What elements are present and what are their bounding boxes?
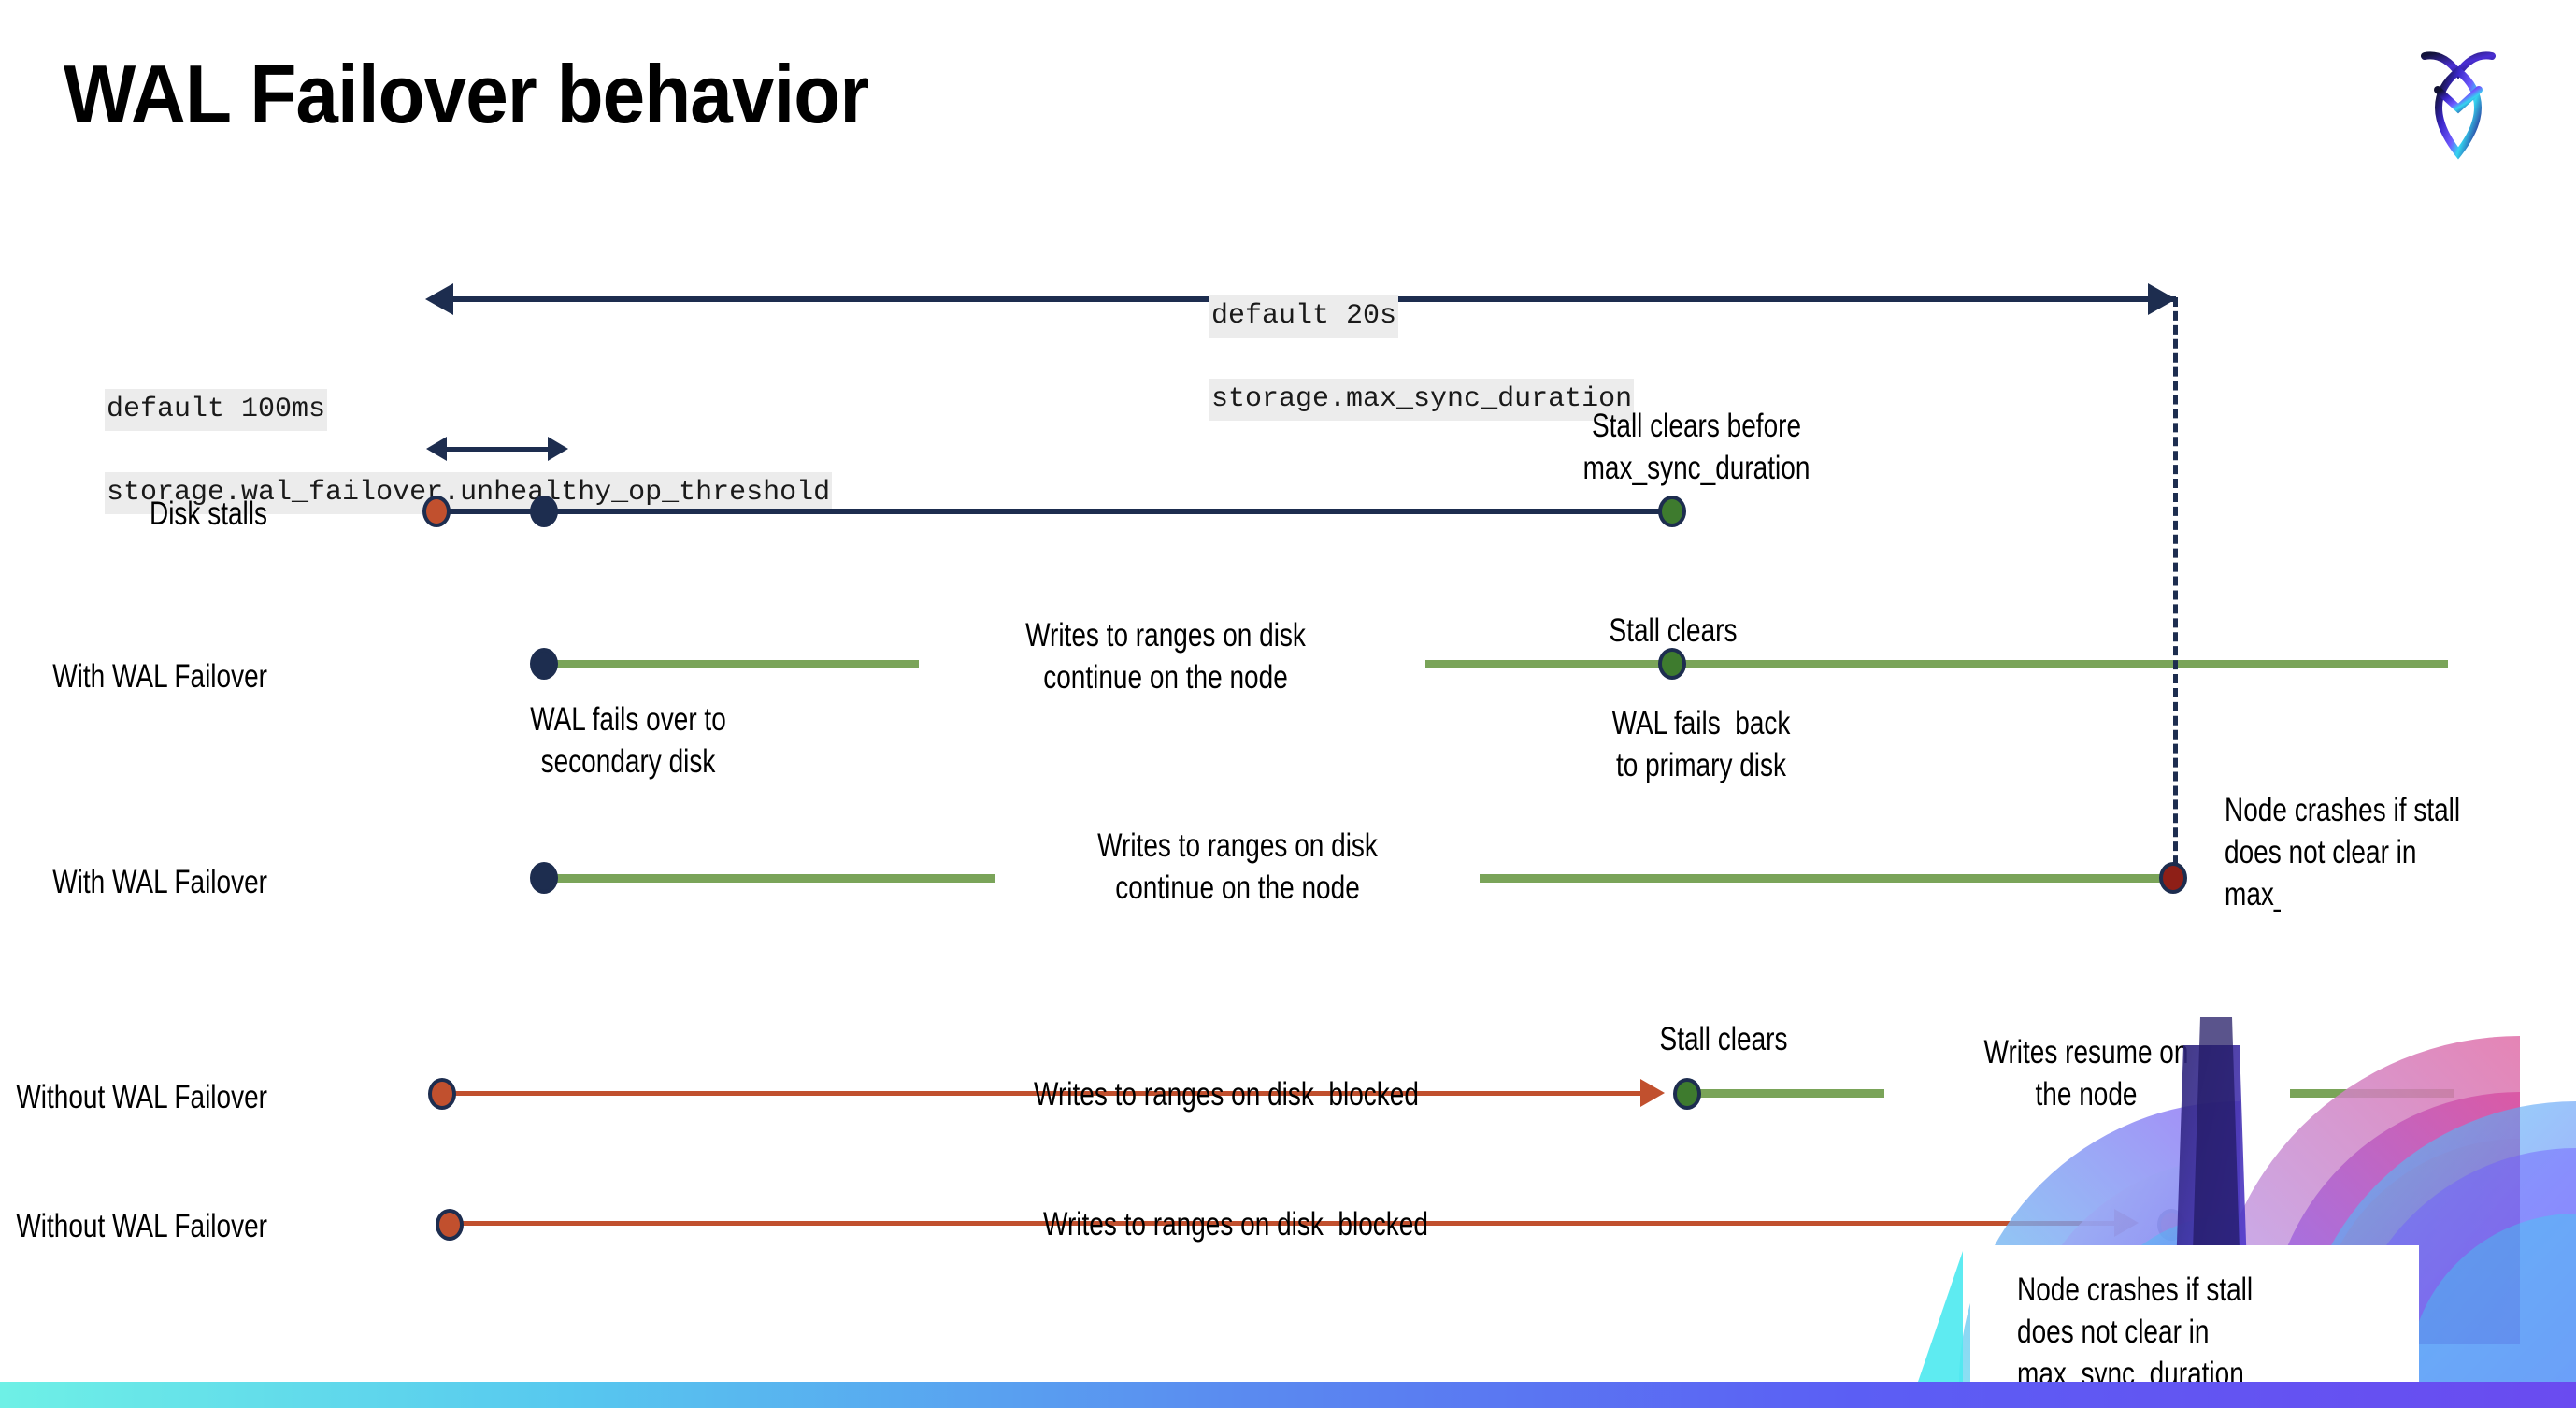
bottom-gradient-bar	[0, 1382, 2576, 1408]
row-label-with-wal-failover-1: With WAL Failover	[52, 658, 267, 695]
cockroachdb-logo-icon	[2398, 36, 2518, 166]
wal-failover-1-segment-b	[1425, 660, 2448, 668]
disk-stall-threshold-dot	[530, 496, 558, 527]
unhealthy-op-span-line	[447, 447, 550, 452]
mask-upper-right	[2281, 879, 2576, 944]
disk-stall-timeline	[439, 509, 1682, 514]
annotation-writes-blocked-2: Writes to ranges on disk blocked	[1043, 1206, 1428, 1243]
max-sync-default-value: default 20s	[1209, 295, 1399, 338]
row-label-without-wal-failover-1: Without WAL Failover	[16, 1079, 267, 1115]
unhealthy-op-arrowhead-right	[548, 437, 568, 461]
row-label-disk-stalls: Disk stalls	[149, 496, 267, 532]
unhealthy-op-arrowhead-left	[426, 437, 447, 461]
max-sync-duration-deadline-line	[2173, 297, 2178, 879]
mask-node-crashes-box	[1970, 1245, 2419, 1390]
annotation-writes-resume: Writes resume on the node	[1983, 1034, 2189, 1113]
row-label-with-wal-failover-2: With WAL Failover	[52, 864, 267, 900]
annotation-stall-clears-1: Stall clears	[1609, 612, 1738, 649]
wal-failover-2-segment-b	[1480, 874, 2169, 883]
annotation-node-crashes-2: Node crashes if stall does not clear in …	[2017, 1272, 2254, 1392]
max-sync-arrowhead-left	[425, 283, 453, 315]
page-title: WAL Failover behavior	[64, 48, 869, 140]
annotation-stall-clears-2: Stall clears	[1659, 1021, 1788, 1057]
wal-failover-2-failover-dot	[530, 862, 558, 894]
disk-stall-clears-dot	[1658, 496, 1686, 527]
unhealthy-op-setting-name: storage.wal_failover.unhealthy_op_thresh…	[105, 471, 833, 514]
annotation-wal-fails-back: WAL fails back to primary disk	[1611, 705, 1791, 783]
max-sync-duration-callout: default 20s storage.max_sync_duration	[1142, 254, 1635, 462]
without-wal-1-arrowhead	[1640, 1079, 1665, 1107]
max-sync-arrowhead-right	[2148, 283, 2176, 315]
wal-failover-2-crash-dot	[2159, 862, 2187, 894]
wal-failover-1-segment-a	[547, 660, 919, 668]
unhealthy-op-threshold-callout: default 100ms storage.wal_failover.unhea…	[37, 348, 833, 555]
without-wal-2-blocked-line	[458, 1221, 2126, 1226]
row-label-without-wal-failover-2: Without WAL Failover	[16, 1208, 267, 1244]
wal-failover-1-stall-clears-dot	[1658, 648, 1686, 680]
disk-stall-start-dot	[422, 496, 451, 527]
annotation-writes-continue-2: Writes to ranges on disk continue on the…	[1097, 827, 1378, 906]
without-wal-1-blocked-line	[449, 1091, 1659, 1096]
without-wal-1-stall-start-dot	[428, 1078, 456, 1110]
without-wal-1-stall-clears-dot	[1673, 1078, 1701, 1110]
annotation-writes-blocked-1: Writes to ranges on disk blocked	[1034, 1076, 1419, 1113]
without-wal-2-stall-start-dot	[436, 1209, 464, 1241]
annotation-stall-clears-before: Stall clears before max_sync_duration	[1582, 408, 1810, 486]
max-sync-setting-name: storage.max_sync_duration	[1209, 378, 1635, 421]
without-wal-1-resume-segment-a	[1697, 1089, 1884, 1098]
annotation-wal-fails-over: WAL fails over to secondary disk	[530, 701, 726, 780]
unhealthy-op-default-value: default 100ms	[105, 388, 328, 431]
wal-failover-2-segment-a	[547, 874, 995, 883]
annotation-writes-continue-1: Writes to ranges on disk continue on the…	[1025, 617, 1306, 696]
wal-failover-1-failover-dot	[530, 648, 558, 680]
